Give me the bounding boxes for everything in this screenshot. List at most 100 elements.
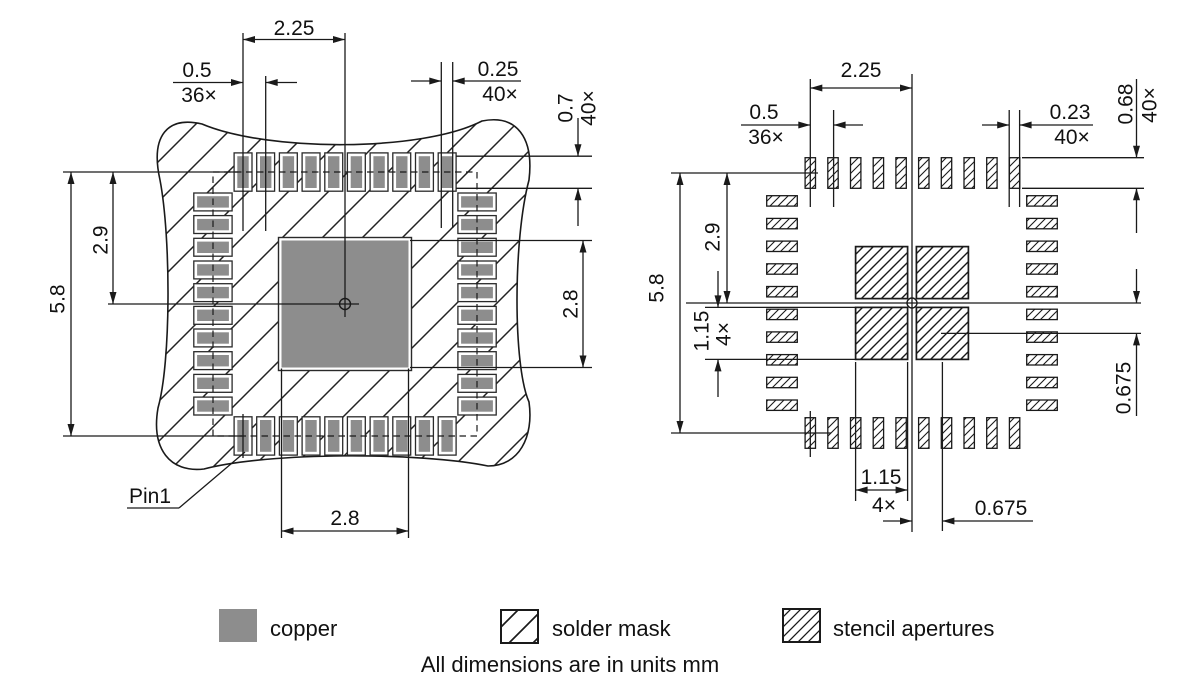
left-dim-pad-length-label: 0.7 (554, 93, 577, 122)
left-dim-center-pad-width: 2.8 (280, 368, 410, 538)
right-dim-pitch: 0.5 36× (741, 101, 863, 149)
pad (441, 420, 453, 452)
pad (766, 195, 798, 207)
center-mark-icon (906, 297, 918, 309)
left-dim-center-to-pads-label: 2.9 (89, 225, 112, 254)
pad (963, 417, 976, 449)
legend: copper solder mask stencil apertures (219, 608, 994, 644)
pad (766, 285, 798, 298)
right-dim-pitch-span: 2.25 (809, 59, 912, 207)
left-dim-pad-width-count-label: 40× (482, 83, 518, 106)
right-dim-center-to-pads-label: 2.9 (701, 222, 724, 251)
pad (917, 157, 930, 189)
pad (418, 420, 431, 452)
pad (766, 263, 798, 275)
pad (396, 420, 408, 452)
right-dim-center-aperture-v: 1.15 4× (690, 271, 856, 397)
left-dim-pitch-span: 2.25 (242, 17, 345, 231)
legend-solder-mask-label: solder mask (552, 616, 672, 641)
right-dim-aperture-length-count-label: 40× (1138, 87, 1161, 123)
left-dim-pitch: 0.5 36× (173, 59, 297, 107)
pad (849, 157, 862, 189)
pad (1026, 353, 1058, 366)
pad (1026, 376, 1058, 389)
pad (1026, 308, 1058, 321)
pad (1026, 263, 1058, 275)
right-dim-aperture-length-label: 0.68 (1114, 84, 1137, 125)
legend-copper-label: copper (270, 616, 337, 641)
pad (197, 377, 229, 389)
left-dim-pad-length-count-label: 40× (577, 90, 600, 126)
left-dim-overall-label: 5.8 (46, 284, 69, 313)
pad (461, 264, 493, 276)
units-footnote: All dimensions are in units mm (421, 652, 719, 675)
right-dim-overall: 5.8 (645, 172, 831, 434)
pad (1026, 331, 1058, 343)
left-dim-center-pad-height-label: 2.8 (559, 289, 582, 318)
right-centerlines (686, 74, 1141, 532)
pad (872, 417, 885, 449)
center-apertures (854, 245, 970, 361)
pad (940, 417, 953, 449)
pad (350, 420, 363, 452)
pin1-label: Pin1 (129, 485, 171, 508)
legend-stencil-label: stencil apertures (833, 616, 994, 641)
pad (461, 218, 493, 231)
pad (940, 157, 953, 189)
solder-mask-swatch-icon (500, 609, 539, 644)
left-dim-pitch-count-label: 36× (181, 84, 217, 107)
left-dim-overall: 5.8 (46, 171, 242, 437)
right-dim-center-aperture-h-label: 1.15 (861, 466, 902, 489)
pad (766, 308, 798, 321)
left-centerlines (108, 33, 359, 317)
pad (1026, 399, 1058, 412)
pad (963, 157, 976, 189)
pad (986, 417, 998, 449)
pad (872, 157, 885, 189)
right-diagram-stencil: 2.25 0.5 36× 0.23 40× (645, 59, 1161, 532)
pad (328, 156, 340, 188)
pad (197, 400, 229, 412)
right-dim-overall-label: 5.8 (645, 273, 668, 302)
stencil-swatch-icon (782, 608, 821, 643)
pad (986, 157, 998, 189)
left-dim-pitch-label: 0.5 (182, 59, 211, 82)
pad (461, 241, 493, 253)
left-dim-pad-width: 0.25 40× (411, 58, 521, 228)
left-dim-center-pad-width-label: 2.8 (330, 507, 359, 530)
right-dim-pitch-span-label: 2.25 (841, 59, 882, 82)
pad (461, 196, 493, 208)
right-dim-center-offset-v: 0.675 (941, 269, 1141, 416)
right-dim-center-to-pads: 2.9 (701, 173, 731, 303)
pad (766, 217, 798, 230)
pin1-callout: Pin1 (127, 414, 246, 509)
pad (1026, 285, 1058, 298)
pad (766, 240, 798, 253)
right-dim-center-offset-h-label: 0.675 (975, 497, 1028, 520)
pad (197, 309, 229, 321)
left-dim-pitch-span-label: 2.25 (274, 17, 315, 40)
pad (1026, 195, 1058, 207)
right-dim-aperture-length: 0.68 40× (1022, 79, 1161, 233)
right-dim-center-offset-h: 0.675 (883, 362, 1033, 531)
right-dim-aperture-width: 0.23 40× (982, 101, 1093, 207)
pad (1008, 417, 1021, 449)
pad (305, 156, 317, 188)
left-dim-pad-length: 0.7 40× (456, 90, 600, 226)
pad (282, 156, 295, 188)
pad (895, 157, 907, 189)
pad (373, 420, 385, 452)
pad (461, 286, 493, 299)
right-dim-center-aperture-h: 1.15 4× (854, 362, 909, 517)
left-dim-center-to-pads: 2.9 (89, 172, 117, 304)
right-dim-aperture-width-count-label: 40× (1054, 126, 1090, 149)
copper-swatch-icon (219, 609, 257, 642)
pad (197, 355, 229, 367)
pad (917, 417, 930, 449)
right-dim-center-aperture-v-count-label: 4× (712, 322, 735, 346)
pad (1026, 240, 1058, 253)
right-dim-center-offset-v-label: 0.675 (1112, 362, 1135, 415)
pad (1026, 217, 1058, 230)
pad (197, 332, 229, 344)
